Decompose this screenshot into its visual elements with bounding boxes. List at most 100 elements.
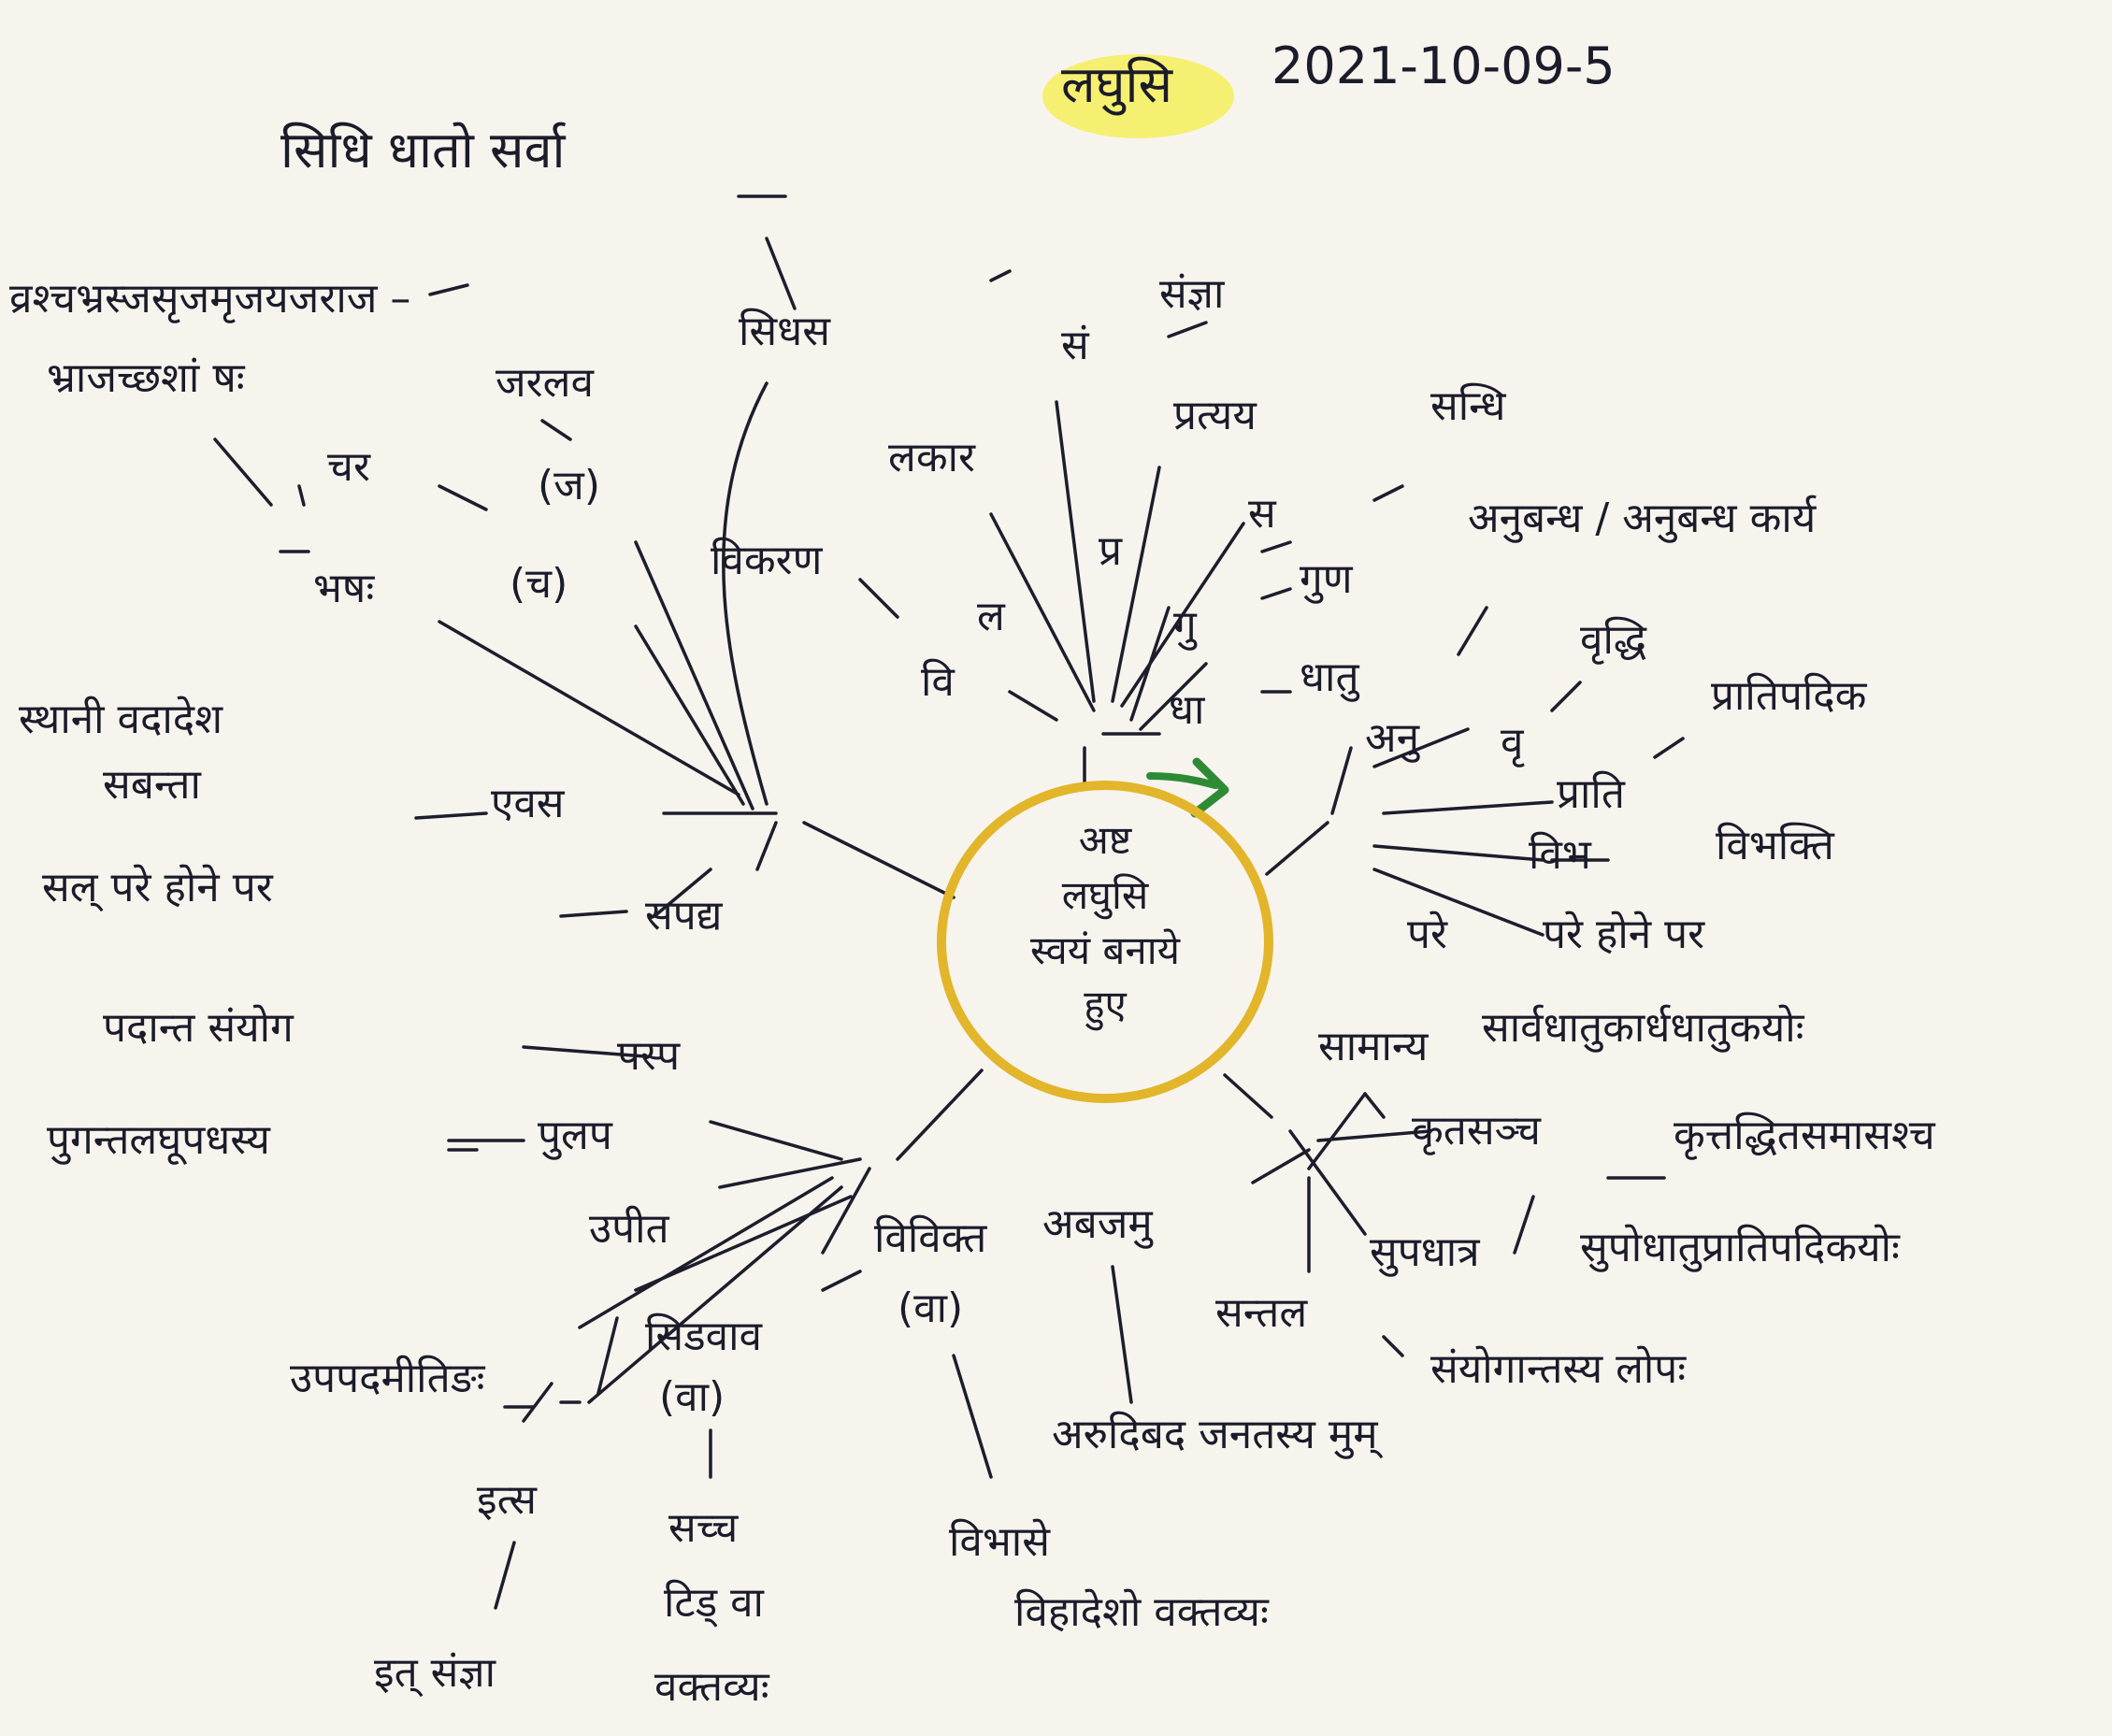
connector bbox=[718, 1157, 862, 1189]
node-sandhi: सन्धि bbox=[1430, 382, 1506, 430]
connector bbox=[1457, 606, 1488, 656]
connector bbox=[1372, 484, 1404, 502]
connector bbox=[1008, 690, 1058, 722]
node-santal: सन्तल bbox=[1215, 1289, 1308, 1337]
node-samanya: सामान्य bbox=[1318, 1023, 1429, 1070]
page-title: लघुसि bbox=[1061, 55, 1173, 114]
connector bbox=[1111, 1265, 1133, 1404]
node-vikaran: विकरण bbox=[711, 537, 823, 584]
node-sale-pare: सल् परे होने पर bbox=[42, 864, 273, 911]
connector bbox=[1307, 1092, 1367, 1170]
connector bbox=[522, 1382, 553, 1423]
node-padant: पदान्त संयोग bbox=[103, 1004, 294, 1052]
node-vivikt: विविक्त bbox=[874, 1214, 987, 1262]
connector bbox=[1372, 844, 1544, 862]
node-kritsa-def: कृत्तद्धितसमासश्च bbox=[1674, 1112, 1935, 1159]
node-vaktavya: वक्तव्यः bbox=[654, 1663, 769, 1711]
connector bbox=[1260, 587, 1292, 600]
connector bbox=[1372, 868, 1544, 937]
connector bbox=[1288, 1129, 1367, 1236]
node-bhash: भषः bbox=[313, 565, 375, 612]
connector bbox=[952, 1354, 993, 1479]
connector bbox=[1372, 727, 1470, 768]
node-gu: गु bbox=[1173, 602, 1197, 650]
node-sutra-long2: भ्राजच्छशां षः bbox=[47, 354, 245, 402]
node-vriddhi: वृद्धि bbox=[1580, 616, 1647, 664]
center-circle bbox=[937, 781, 1273, 1103]
connector bbox=[858, 578, 899, 619]
connector bbox=[414, 811, 488, 820]
node-anu: अनु bbox=[1365, 714, 1420, 762]
connector bbox=[559, 910, 628, 918]
connector bbox=[428, 283, 469, 296]
node-santal-def: संयोगान्तस्य लोपः bbox=[1430, 1345, 1687, 1393]
node-tid-va: टिड् वा bbox=[664, 1579, 764, 1627]
connector bbox=[802, 821, 955, 899]
node-sthanivad: स्थानी वदादेश bbox=[19, 696, 223, 743]
node-vibha: विभ bbox=[1529, 831, 1591, 879]
connector bbox=[213, 438, 273, 507]
node-upit: उपीत bbox=[589, 1205, 669, 1253]
node-lakar: लकार bbox=[888, 434, 976, 481]
connector bbox=[1111, 466, 1161, 703]
connector bbox=[634, 624, 745, 806]
node-la: ल bbox=[977, 593, 1005, 640]
node-pratipadik: प्रातिपदिक bbox=[1711, 672, 1867, 720]
connector bbox=[1316, 1129, 1432, 1142]
connector bbox=[1139, 662, 1208, 731]
connector bbox=[438, 620, 740, 796]
node-supdha: सुपधात्र bbox=[1370, 1228, 1480, 1276]
connector bbox=[596, 1316, 619, 1395]
node-pare-hone1: परे होने पर bbox=[1543, 911, 1705, 958]
node-vivikt-va: (वा) bbox=[898, 1284, 964, 1332]
node-sidhas-up: सिधि धातो सर्वा bbox=[280, 121, 566, 179]
node-ja-paren: (ज) bbox=[538, 462, 600, 509]
node-pratyay-p: प्र bbox=[1099, 527, 1123, 575]
center-line-2: लघुसि bbox=[1061, 871, 1149, 918]
connector bbox=[494, 1541, 516, 1610]
connector bbox=[1120, 522, 1245, 708]
center-text: अष्ट लघुसि स्वयं बनाये हुए bbox=[937, 813, 1273, 1033]
connector bbox=[821, 1270, 862, 1292]
connector bbox=[1260, 540, 1292, 553]
node-sidhas: सिधस bbox=[739, 308, 830, 355]
node-pratyay: प्रत्यय bbox=[1173, 392, 1257, 439]
title-highlight bbox=[1042, 54, 1234, 138]
connector bbox=[578, 1176, 834, 1329]
connector bbox=[1251, 1148, 1311, 1184]
connector bbox=[1055, 400, 1096, 703]
connector bbox=[1513, 1195, 1535, 1255]
connector bbox=[1653, 737, 1685, 759]
connector bbox=[540, 419, 572, 441]
connector bbox=[1363, 1092, 1386, 1119]
node-sutra-long: व्रश्चभ्रस्जसृजमृजयजराज – bbox=[9, 275, 411, 323]
node-vibha-se: विभासे bbox=[949, 1518, 1050, 1566]
connector bbox=[989, 512, 1096, 712]
node-itsamjna: इत् संज्ञा bbox=[374, 1649, 496, 1697]
connector bbox=[1167, 321, 1208, 338]
node-anubandh: अनुबन्ध / अनुबन्ध कार्य bbox=[1468, 495, 1817, 542]
node-vi: वि bbox=[921, 658, 955, 706]
node-itsa: इत्स bbox=[477, 1476, 537, 1524]
node-pulp: पुलप bbox=[538, 1112, 612, 1159]
connector bbox=[765, 237, 797, 310]
center-line-3: स्वयं बनाये bbox=[1030, 926, 1180, 973]
node-char: चर bbox=[327, 443, 370, 491]
connector bbox=[634, 1195, 853, 1292]
connector bbox=[1129, 606, 1171, 722]
connector bbox=[989, 269, 1012, 282]
connector bbox=[1330, 746, 1353, 815]
node-sabanta: सबन्ता bbox=[103, 761, 201, 809]
connector bbox=[1382, 800, 1554, 815]
connector bbox=[297, 484, 306, 507]
node-jarlava: जरलव bbox=[496, 359, 594, 407]
node-dha: धा bbox=[1169, 686, 1205, 734]
connector bbox=[896, 1069, 984, 1161]
connector bbox=[587, 1185, 843, 1404]
node-abjmu: अबजमु bbox=[1042, 1200, 1153, 1248]
connector bbox=[1265, 821, 1329, 876]
node-supdha-def: सुपोधातुप्रातिपदिकयोः bbox=[1580, 1224, 1900, 1271]
node-pare1: परे bbox=[1407, 911, 1447, 958]
connector bbox=[755, 821, 778, 871]
